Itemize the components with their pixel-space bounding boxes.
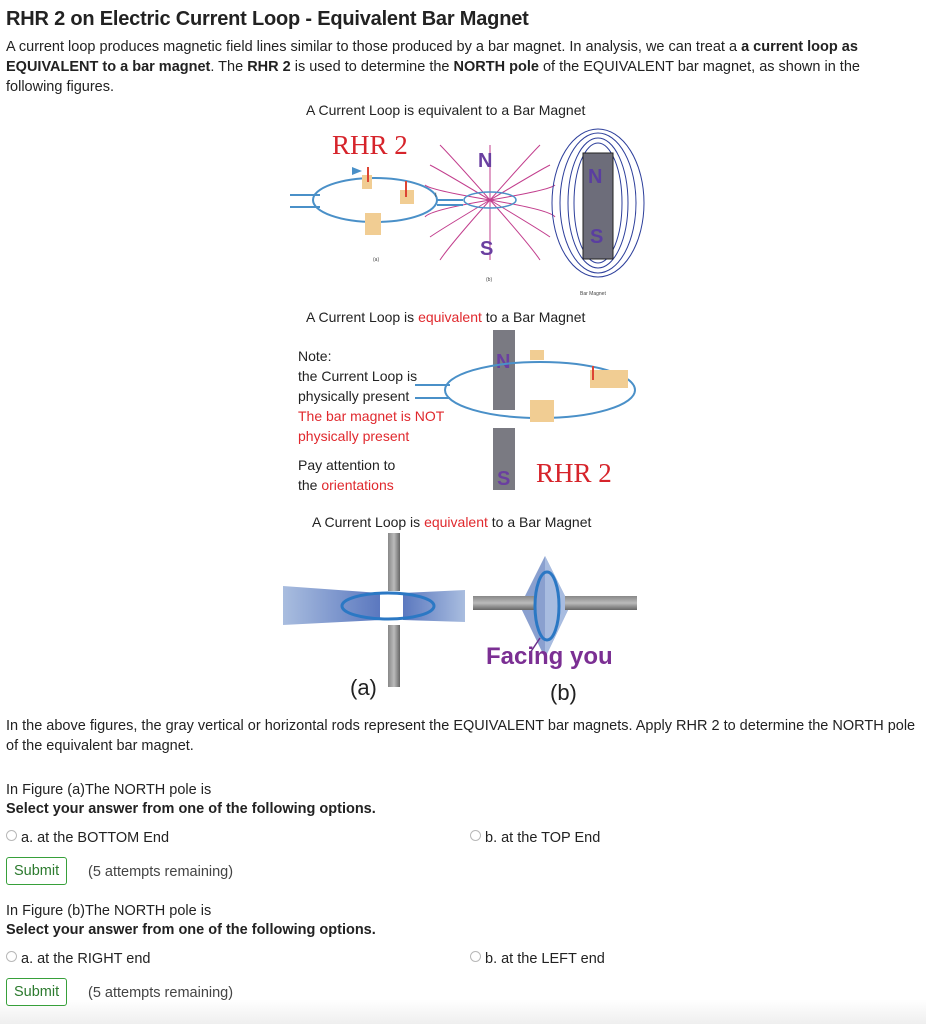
figure1-bar-magnet-label: Bar Magnet bbox=[580, 291, 606, 297]
figure2-note: Note: the Current Loop is physically pre… bbox=[298, 348, 445, 493]
radio-icon[interactable] bbox=[6, 950, 17, 962]
question2-text: In Figure (b)The NORTH pole is bbox=[6, 903, 212, 919]
question2-submit-button[interactable]: Submit bbox=[6, 978, 68, 1006]
question1-prompt: Select your answer from one of the follo… bbox=[6, 801, 376, 817]
figure2-rhr-label: RHR 2 bbox=[536, 458, 612, 488]
figure3-label-a: (a) bbox=[350, 675, 377, 700]
question1-text: In Figure (a)The NORTH pole is bbox=[6, 782, 212, 798]
figure1-label-a: (a) bbox=[373, 257, 379, 263]
question1-option-a[interactable]: a. at the BOTTOM End bbox=[6, 829, 169, 846]
question2-option-b[interactable]: b. at the LEFT end bbox=[470, 950, 605, 967]
svg-text:S: S bbox=[590, 226, 603, 248]
figure1-diagram: (a) I N S (b) N S Bar Magnet bbox=[290, 128, 645, 297]
question1-submit-button[interactable]: Submit bbox=[6, 857, 68, 885]
radio-icon[interactable] bbox=[470, 950, 481, 962]
question2-attempts: (5 attempts remaining) bbox=[88, 985, 234, 1001]
figure2-caption: A Current Loop is equivalent to a Bar Ma… bbox=[306, 309, 586, 325]
figure3-caption: A Current Loop is equivalent to a Bar Ma… bbox=[312, 514, 592, 530]
radio-icon[interactable] bbox=[470, 829, 481, 841]
facing-you-label: Facing you bbox=[486, 643, 613, 670]
radio-icon[interactable] bbox=[6, 829, 17, 841]
question1-attempts: (5 attempts remaining) bbox=[88, 864, 234, 880]
bottom-fade bbox=[0, 1000, 926, 1024]
svg-text:N: N bbox=[496, 351, 510, 373]
svg-text:N: N bbox=[588, 166, 602, 188]
question1-option-b[interactable]: b. at the TOP End bbox=[470, 829, 600, 846]
figure3-diagram bbox=[283, 533, 637, 687]
svg-text:N: N bbox=[478, 150, 492, 172]
figure1-caption: A Current Loop is equivalent to a Bar Ma… bbox=[306, 102, 586, 118]
question2-prompt: Select your answer from one of the follo… bbox=[6, 922, 376, 938]
figure2-diagram: N S bbox=[415, 330, 636, 490]
svg-text:I: I bbox=[435, 193, 437, 199]
svg-text:S: S bbox=[497, 468, 510, 490]
figure1-rhr-label: RHR 2 bbox=[332, 130, 408, 160]
question2-option-a[interactable]: a. at the RIGHT end bbox=[6, 950, 151, 967]
instructions-text: In the above figures, the gray vertical … bbox=[6, 718, 916, 754]
figure1-label-b: (b) bbox=[486, 277, 492, 283]
svg-text:S: S bbox=[480, 238, 493, 260]
page-title: RHR 2 on Electric Current Loop - Equival… bbox=[6, 8, 529, 30]
figure3-label-b: (b) bbox=[550, 680, 577, 705]
intro-paragraph: A current loop produces magnetic field l… bbox=[6, 39, 860, 95]
